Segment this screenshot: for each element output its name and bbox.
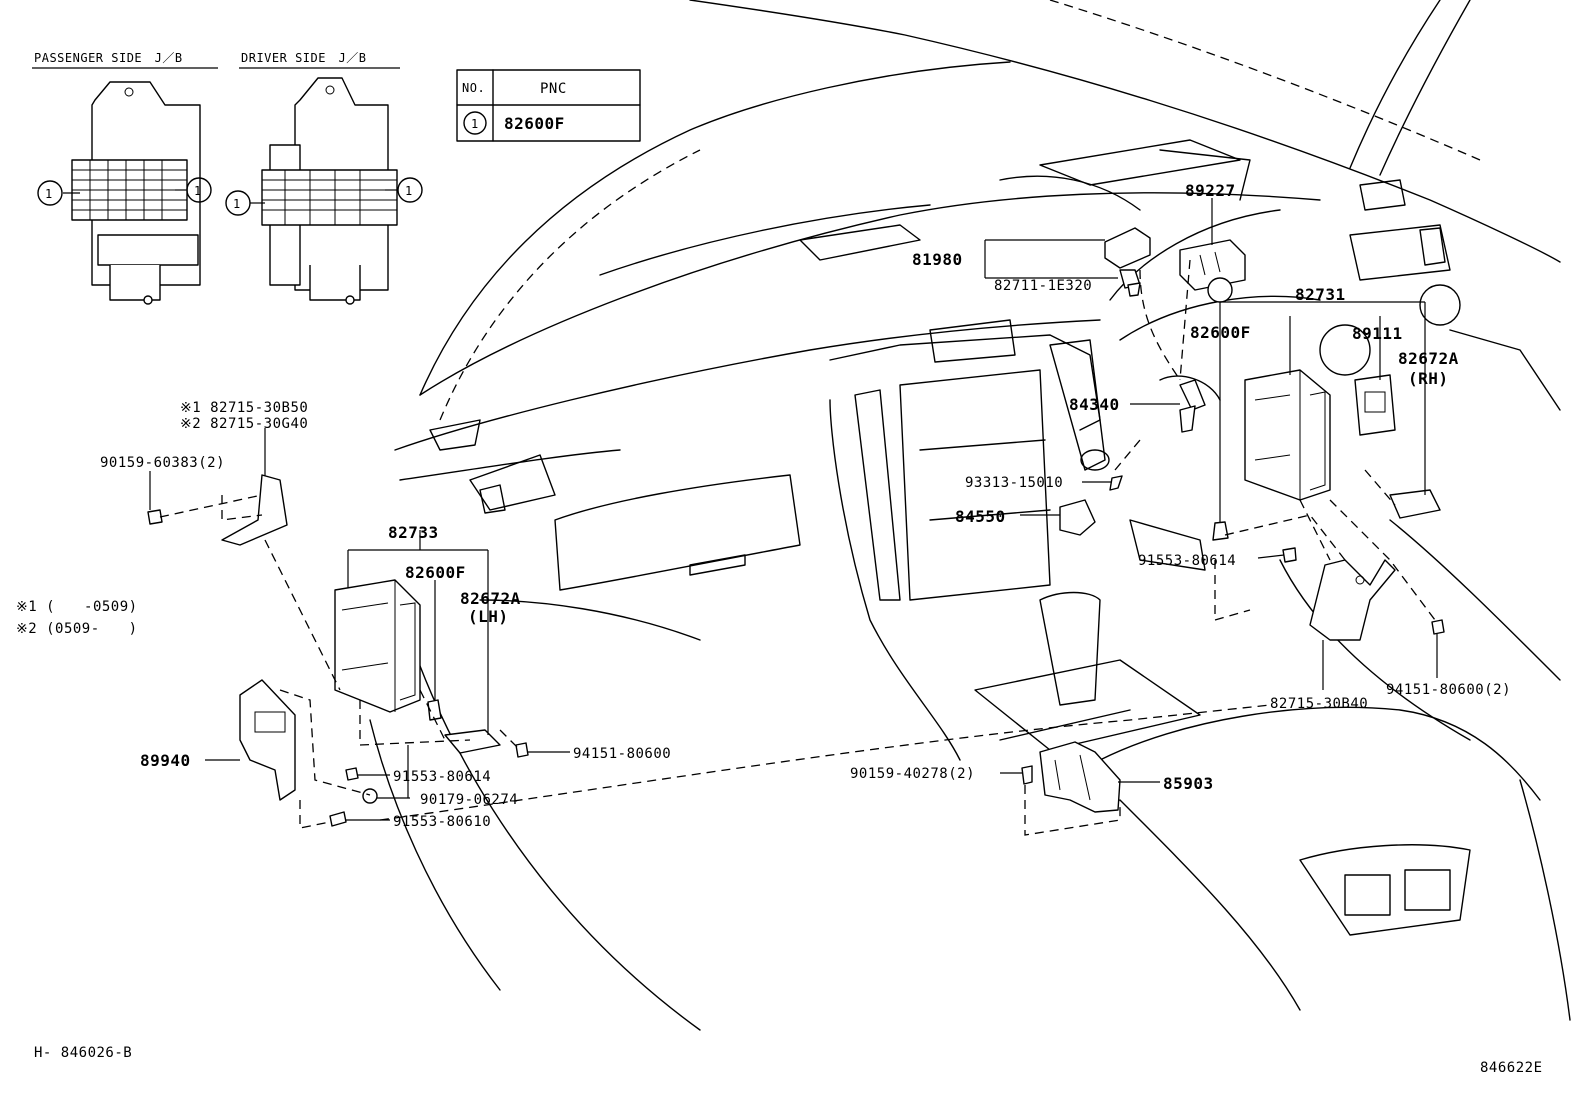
label-82715-30G40: ※2 82715-30G40 xyxy=(180,416,308,432)
part-89940 xyxy=(239,679,296,801)
label-84550: 84550 xyxy=(955,507,1006,526)
label-93313-15010: 93313-15010 xyxy=(965,475,1063,491)
passenger-side-header: PASSENGER SIDE J／B xyxy=(34,51,183,65)
part-89111 xyxy=(1354,374,1396,436)
pnc-table: NO. PNC 1 82600F xyxy=(456,69,641,142)
part-81980 xyxy=(1104,227,1151,297)
label-rh: (RH) xyxy=(1408,369,1449,388)
passenger-junction-block xyxy=(63,81,201,305)
label-89227: 89227 xyxy=(1185,181,1236,200)
label-82600F-lh: 82600F xyxy=(405,563,466,582)
pnc-row-no: 1 xyxy=(471,117,479,131)
part-84550 xyxy=(1059,475,1123,536)
footer-right-code: 846622E xyxy=(1480,1060,1543,1076)
part-90179 xyxy=(362,788,378,804)
label-91553-80614-rh: 91553-80614 xyxy=(1138,553,1236,569)
junction-block-headers: PASSENGER SIDE J／B DRIVER SIDE J／B xyxy=(32,51,400,69)
part-82600F-lh-clip xyxy=(427,699,442,721)
label-82672A-rh: 82672A xyxy=(1398,349,1459,368)
driver-junction-block xyxy=(250,77,398,305)
svg-text:1: 1 xyxy=(45,187,53,201)
pnc-col-no: NO. xyxy=(462,81,485,95)
footer: H- 846026-B 846622E xyxy=(34,1045,1543,1076)
note-2: ※2 (0509- ) xyxy=(16,621,138,637)
label-90159-40278: 90159-40278(2) xyxy=(850,766,975,782)
label-82715-30B40: 82715-30B40 xyxy=(1270,696,1368,712)
driver-callout-left: 1 xyxy=(225,190,251,216)
part-labels: 89227 81980 82711-1E320 82731 82600F 891… xyxy=(16,181,1511,830)
label-90159-60383: 90159-60383(2) xyxy=(100,455,225,471)
pnc-row-pnc: 82600F xyxy=(504,114,565,133)
label-85903: 85903 xyxy=(1163,774,1214,793)
part-82715-bracket-lh xyxy=(221,474,288,546)
label-81980: 81980 xyxy=(912,250,963,269)
part-91553-rh xyxy=(1282,547,1297,563)
label-84340: 84340 xyxy=(1069,395,1120,414)
label-94151-80600-2: 94151-80600(2) xyxy=(1386,682,1511,698)
svg-text:1: 1 xyxy=(233,197,241,211)
part-82733-ecu xyxy=(334,579,421,713)
note-1: ※1 ( -0509) xyxy=(16,599,138,615)
footer-left-code: H- 846026-B xyxy=(34,1045,132,1061)
label-94151-80600: 94151-80600 xyxy=(573,746,671,762)
driver-side-header: DRIVER SIDE J／B xyxy=(241,51,366,65)
label-89940: 89940 xyxy=(140,751,191,770)
part-89227 xyxy=(1179,239,1246,303)
part-82672A-lh xyxy=(444,729,501,754)
driver-callout-right: 1 xyxy=(397,177,423,203)
part-91553-80614 xyxy=(345,767,359,781)
part-82600F-rh-clip xyxy=(1212,521,1229,541)
pnc-col-pnc: PNC xyxy=(540,81,567,97)
part-85903 xyxy=(1039,741,1121,813)
label-82711-1E320: 82711-1E320 xyxy=(994,278,1092,294)
label-82715-30B50: ※1 82715-30B50 xyxy=(180,400,308,416)
part-82731-ecu xyxy=(1244,369,1331,501)
label-82600F-rh: 82600F xyxy=(1190,323,1251,342)
part-82715-30B40 xyxy=(1309,559,1396,641)
label-90179-06274: 90179-06274 xyxy=(420,792,518,808)
passenger-callout-right: 1 xyxy=(186,177,212,203)
label-82731: 82731 xyxy=(1295,285,1346,304)
label-91553-80614: 91553-80614 xyxy=(393,769,491,785)
label-89111: 89111 xyxy=(1352,324,1403,343)
label-lh: (LH) xyxy=(468,607,509,626)
dashboard-outline xyxy=(369,0,1571,1031)
part-90159-60383 xyxy=(147,509,163,525)
label-91553-80610: 91553-80610 xyxy=(393,814,491,830)
svg-text:1: 1 xyxy=(405,184,413,198)
leader-lines xyxy=(149,198,1438,836)
part-94151-clip-lh xyxy=(515,742,529,758)
part-91553-80610 xyxy=(329,811,347,827)
label-82733: 82733 xyxy=(388,523,439,542)
part-90159-40278 xyxy=(1021,765,1033,785)
passenger-callout-left: 1 xyxy=(37,180,63,206)
label-82672A-lh: 82672A xyxy=(460,589,521,608)
part-94151-clip-rh xyxy=(1431,619,1445,635)
part-84340 xyxy=(1179,379,1206,433)
svg-text:1: 1 xyxy=(194,184,202,198)
part-82672A-rh xyxy=(1389,489,1441,519)
